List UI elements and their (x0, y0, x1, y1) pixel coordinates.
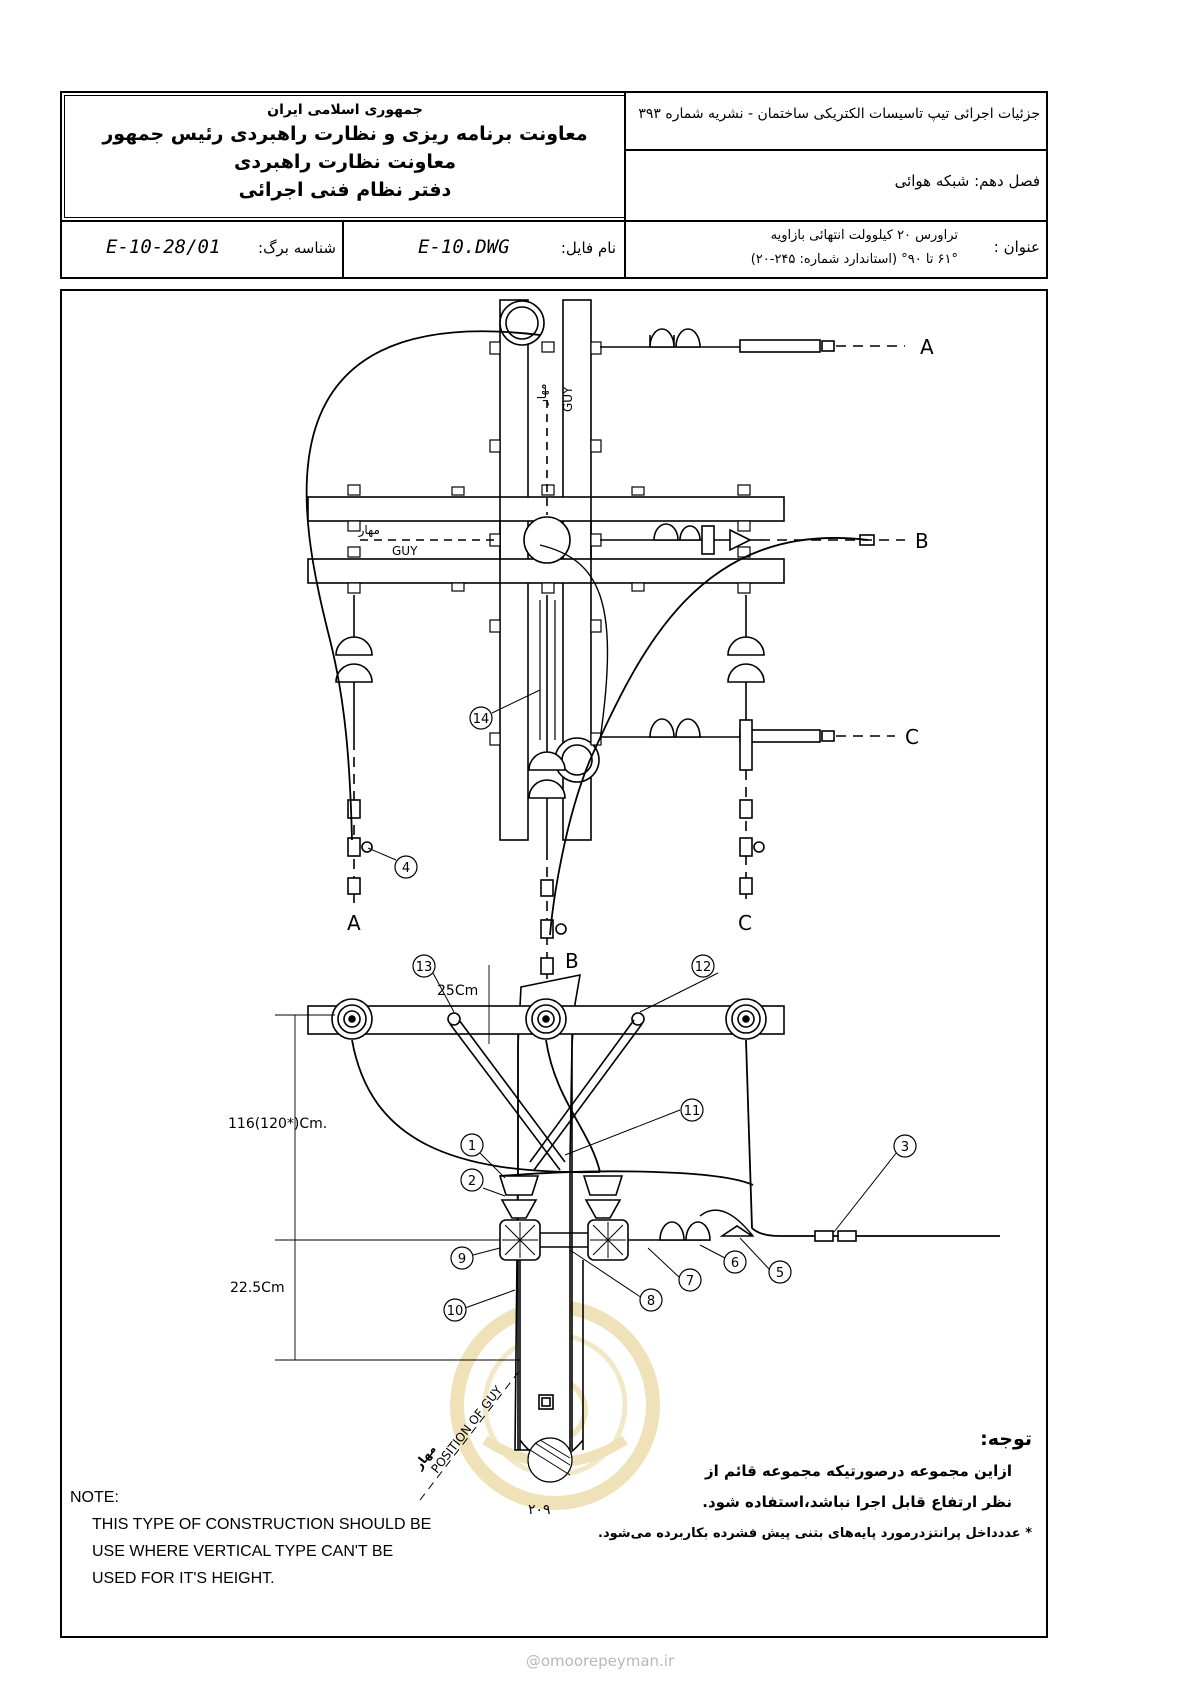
note-en-title: NOTE: (70, 1489, 119, 1506)
note-fa-line-3: * عددداخل پرانتزدرمورد پایه‌های بتنی پیش… (598, 1526, 1032, 1541)
sheet-id-value: E-10-28/01 (106, 236, 221, 258)
callout-5-text: 5 (776, 1266, 784, 1281)
callout-5 (768, 1260, 792, 1284)
note-en: NOTE: THIS TYPE OF CONSTRUCTION SHOULD B… (70, 1484, 490, 1592)
phase-a-label-top: A (920, 335, 934, 359)
org-name: جمهوری اسلامی ایران معاونت برنامه ریزی و… (70, 100, 620, 218)
org-line-4: دفتر نظام فنی اجرائی (238, 179, 452, 201)
phase-b-label-right: B (915, 529, 929, 553)
callout-11-text: 11 (684, 1104, 701, 1119)
callout-11 (680, 1098, 704, 1122)
pole-circle-center (523, 516, 571, 564)
sheet-id-label: شناسه برگ: (258, 239, 336, 257)
dim-22-5cm: 22.5Cm (230, 1280, 285, 1296)
org-line-1: جمهوری اسلامی ایران (267, 102, 423, 118)
jumper-a (305, 330, 541, 841)
callout-7-text: 7 (686, 1274, 694, 1289)
file-value: E-10.DWG (418, 236, 510, 258)
header-cell-divider (342, 220, 344, 279)
callout-14-text: 14 (473, 712, 490, 727)
pole-code: ۲۰۹ (528, 1502, 551, 1518)
header-row-line (60, 220, 1048, 222)
note-fa-title: توجه: (980, 1428, 1032, 1450)
position-of-guy-label: POSITION OF GUY (428, 1383, 505, 1476)
jumper-c (539, 544, 609, 741)
callout-1-text: 1 (468, 1139, 476, 1154)
callout-4-text: 4 (402, 861, 410, 876)
callout-10 (443, 1298, 467, 1322)
phase-c-label-right: C (905, 725, 919, 749)
callout-3-text: 3 (901, 1140, 909, 1155)
callout-1 (460, 1133, 484, 1157)
callout-13-text: 13 (416, 960, 433, 975)
org-line-2: معاونت برنامه ریزی و نظارت راهبردی رئیس … (102, 123, 588, 145)
callout-6-text: 6 (731, 1256, 739, 1271)
note-fa-line-1: ازاین مجموعه درصورتیکه مجموعه قائم از (704, 1462, 1012, 1480)
publication-title: جزئیات اجرائی تیپ تاسیسات الکتریکی ساختم… (638, 106, 1040, 122)
header-row-line (624, 149, 1048, 151)
guy-label-fa-horizontal: مهار (358, 523, 380, 538)
header-divider (624, 91, 626, 279)
callout-9-text: 9 (458, 1252, 466, 1267)
callout-13 (412, 954, 436, 978)
callout-4 (394, 855, 418, 879)
jumper-b (549, 537, 869, 936)
note-en-line-2: USE WHERE VERTICAL TYPE CAN'T BE (92, 1543, 394, 1560)
org-line-3: معاونت نظارت راهبردی (233, 151, 457, 173)
callout-10-text: 10 (447, 1304, 464, 1319)
callout-3 (893, 1134, 917, 1158)
phase-a-label-bottom: A (347, 911, 361, 935)
chapter-value: شبکه هوائی (894, 172, 970, 190)
callout-9 (450, 1246, 474, 1270)
callout-14 (469, 706, 493, 730)
guy-label-fa-vertical: مهار (535, 384, 550, 406)
footer-watermark: @omoorepeyman.ir (525, 1652, 675, 1670)
callout-8 (639, 1288, 663, 1312)
title-label: عنوان : (993, 238, 1040, 256)
dim-116cm: 116(120*)Cm. (228, 1116, 327, 1132)
drawing-frame (60, 289, 1048, 1638)
pole-core-ellipse (527, 1437, 573, 1483)
note-fa: توجه: ازاین مجموعه درصورتیکه مجموعه قائم… (598, 1422, 1032, 1549)
chapter: فصل دهم: شبکه هوائی (630, 172, 1040, 190)
callout-7 (678, 1268, 702, 1292)
guy-label-en-vertical: GUY (561, 386, 575, 412)
dim-25cm: 25Cm (437, 983, 478, 999)
callout-12 (691, 954, 715, 978)
note-en-line-1: THIS TYPE OF CONSTRUCTION SHOULD BE (92, 1516, 432, 1533)
guy-label-en-horizontal: GUY (392, 544, 418, 558)
note-en-line-3: USED FOR IT'S HEIGHT. (92, 1570, 275, 1587)
title-block (60, 91, 1048, 279)
file-label: نام فایل: (560, 239, 616, 257)
callout-2 (460, 1168, 484, 1192)
callout-8-text: 8 (647, 1294, 655, 1309)
title-line-2: ۶۱° تا ۹۰° (استاندارد شماره: ۲۴۵-۲۰) (750, 252, 958, 267)
title-line-1: تراورس ۲۰ کیلوولت انتهائی بازاویه (770, 228, 958, 243)
phase-c-label-bottom: C (738, 911, 752, 935)
callout-2-text: 2 (468, 1174, 476, 1189)
callout-6 (723, 1250, 747, 1274)
phase-b-label-center: B (565, 949, 579, 973)
note-fa-line-2: نظر ارتفاع قابل اجرا نباشد،استفاده شود. (702, 1493, 1012, 1511)
chapter-label: فصل دهم: (974, 172, 1040, 190)
callout-12-text: 12 (695, 960, 712, 975)
